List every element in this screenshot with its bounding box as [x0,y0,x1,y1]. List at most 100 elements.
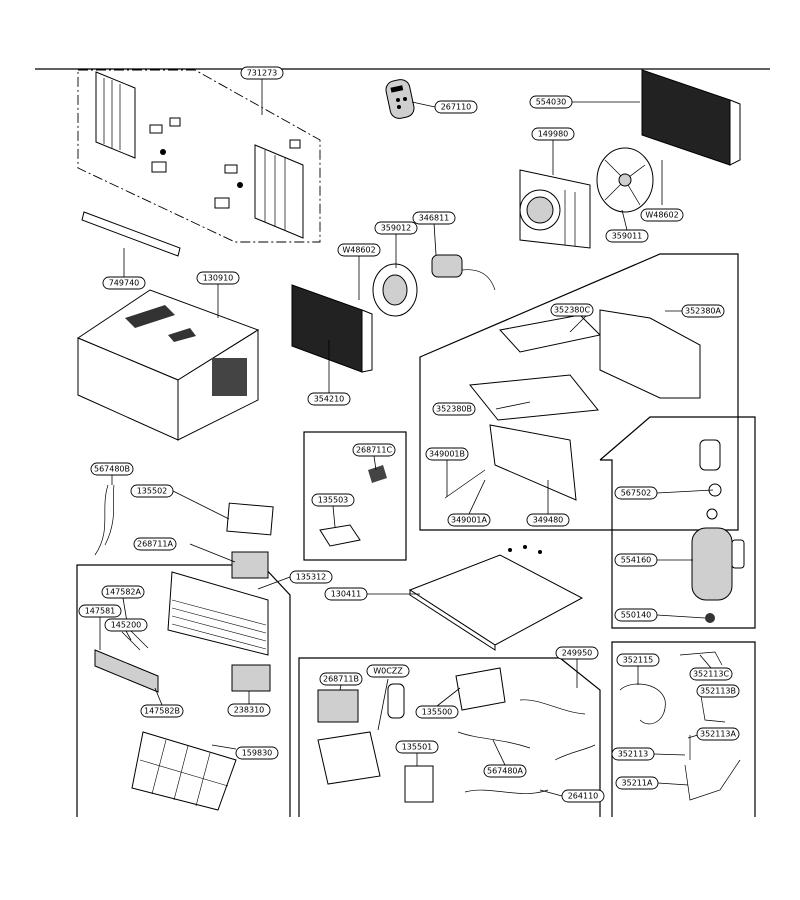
label-349001A: 349001A [447,513,491,527]
label-268711C: 268711C [352,443,396,457]
control-board-parts [226,465,387,579]
label-text-135501: 135501 [402,743,433,752]
part-labels: 731273 267110 554030 149980 359012 34681… [78,66,740,803]
label-554030: 554030 [529,95,573,109]
label-text-554030: 554030 [536,98,567,107]
label-264110: 264110 [561,789,605,803]
label-349001B: 349001B [425,447,469,461]
compressor-icon [691,439,745,623]
label-text-145200: 145200 [111,621,142,630]
evaporator-coil-part [291,284,373,373]
base-pan-part [408,545,584,651]
label-text-352113B: 352113B [700,687,736,696]
wiring-harness-part [94,484,115,556]
label-text-349001B: 349001B [429,450,465,459]
label-text-359011: 359011 [612,232,643,241]
label-567480B: 567480B [90,462,134,476]
label-352380A: 352380A [681,304,725,318]
label-text-359012: 359012 [381,224,412,233]
label-354210: 354210 [307,392,351,406]
label-text-W0CZZ: W0CZZ [373,667,403,676]
label-550140: 550140 [614,608,658,622]
label-567480A: 567480A [483,764,527,778]
label-135312: 135312 [289,570,333,584]
label-text-567502: 567502 [621,489,652,498]
label-147582A: 147582A [101,585,145,599]
label-135501: 135501 [395,740,439,754]
label-text-346811: 346811 [419,214,450,223]
blower-wheel-part [372,254,496,317]
label-346811: 346811 [412,211,456,225]
label-text-135500: 135500 [422,708,453,717]
label-text-238310: 238310 [234,706,265,715]
label-text-264110: 264110 [568,792,599,801]
label-352380B: 352380B [432,402,476,416]
frame-drain-pan-group [419,253,739,531]
condenser-coil-icon [641,69,741,166]
label-359011: 359011 [605,229,649,243]
label-352113B: 352113B [696,684,740,698]
frame-tubing [611,641,756,817]
label-text-354210: 354210 [314,395,345,404]
label-text-147582A: 147582A [105,588,142,597]
label-text-249950: 249950 [562,649,593,658]
label-text-268711C: 268711C [356,446,393,455]
label-text-352113: 352113 [618,750,649,759]
label-147581: 147581 [78,604,122,618]
label-text-159830: 159830 [242,749,273,758]
label-text-135502: 135502 [137,487,168,496]
label-text-352113C: 352113C [693,670,730,679]
insulation-strip-part [81,211,181,257]
label-W0CZZ: W0CZZ [366,664,410,678]
label-731273: 731273 [240,66,284,80]
frame-compressor [599,416,756,629]
label-text-149980: 149980 [538,130,569,139]
label-text-352380C: 352380C [554,306,591,315]
label-text-130910: 130910 [203,274,234,283]
label-268711A: 268711A [133,537,177,551]
label-268711B: 268711B [319,672,363,686]
label-359012: 359012 [374,221,418,235]
label-W48602-b: W48602 [640,208,684,222]
shroud-part [519,169,591,249]
tubing-parts [619,651,741,801]
label-text-147582B: 147582B [144,707,180,716]
label-135503: 135503 [311,493,355,507]
label-text-554160: 554160 [621,556,652,565]
label-135502: 135502 [130,484,174,498]
label-352380C: 352380C [550,303,594,317]
label-130411: 130411 [324,587,368,601]
label-W48602-a: W48602 [337,243,381,257]
label-238310: 238310 [227,703,271,717]
air-guide-parts [444,309,701,501]
label-749740: 749740 [102,276,146,290]
label-text-352380A: 352380A [685,307,722,316]
label-267110: 267110 [434,100,478,114]
label-text-135503: 135503 [318,496,349,505]
label-text-352115: 352115 [623,656,654,665]
label-554160: 554160 [614,553,658,567]
label-text-352380B: 352380B [436,405,472,414]
label-35211A: 35211A [615,776,659,790]
label-text-267110: 267110 [441,103,472,112]
label-text-352113A: 352113A [700,730,737,739]
label-text-147581: 147581 [85,607,116,616]
label-text-130411: 130411 [331,590,362,599]
label-text-35211A: 35211A [622,779,653,788]
label-352113: 352113 [611,747,655,761]
label-text-W48602-b: W48602 [645,211,678,220]
label-text-268711A: 268711A [137,540,174,549]
window-kit-panels [95,71,304,239]
remote-control-icon [385,79,415,119]
label-text-W48602-a: W48602 [342,246,375,255]
label-text-731273: 731273 [247,69,278,78]
label-147582B: 147582B [140,704,184,718]
label-149980: 149980 [531,127,575,141]
label-567502: 567502 [614,486,658,500]
fan-blade-icon [596,147,654,213]
label-text-567480A: 567480A [487,767,524,776]
label-text-135312: 135312 [296,573,327,582]
label-text-349001A: 349001A [451,516,488,525]
label-352113C: 352113C [689,667,733,681]
